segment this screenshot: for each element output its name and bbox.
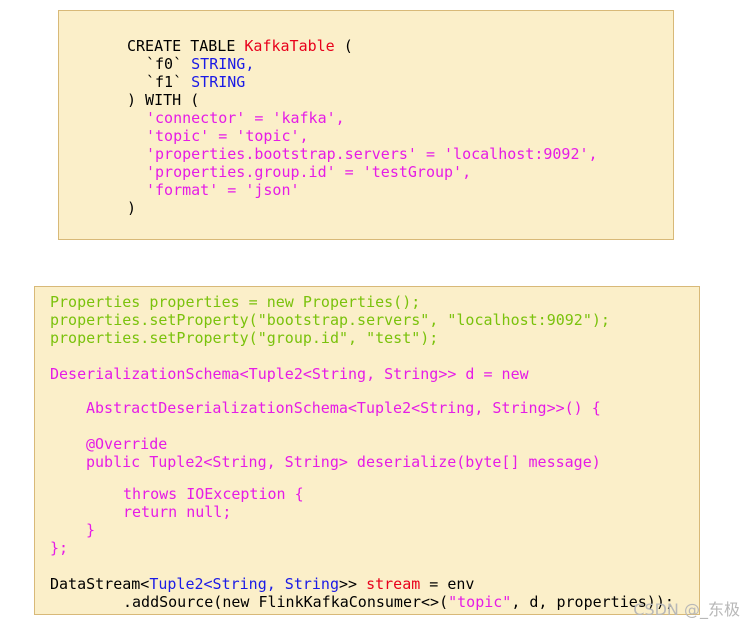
- java-addsource-args: , d, properties));: [511, 593, 674, 611]
- sql-code-block: CREATE TABLE KafkaTable ( `f0` STRING, `…: [58, 10, 674, 240]
- java-assign-env: = env: [420, 575, 475, 593]
- java-line-3: properties.setProperty("group.id", "test…: [50, 329, 439, 347]
- java-line-9: return null;: [123, 503, 232, 521]
- java-generic-close: >>: [339, 575, 367, 593]
- java-line-10: }: [86, 521, 96, 539]
- java-line-2: properties.setProperty("bootstrap.server…: [50, 311, 610, 329]
- sql-table-name: KafkaTable: [244, 37, 335, 55]
- sql-type: STRING: [182, 73, 246, 91]
- sql-line-4: ) WITH (: [127, 91, 200, 109]
- sql-type: STRING,: [182, 55, 255, 73]
- java-line-12: DataStream<Tuple2<String, String>> strea…: [50, 575, 474, 593]
- sql-field-f1: `f1`: [146, 73, 183, 91]
- java-topic-literal: "topic": [448, 593, 512, 611]
- sql-paren: (: [334, 37, 353, 55]
- java-line-7: public Tuple2<String, String> deserializ…: [86, 453, 601, 471]
- sql-line-2: `f0` STRING,: [146, 55, 254, 73]
- java-addsource-call: .addSource(new FlinkKafkaConsumer<>(: [123, 593, 449, 611]
- java-line-8: throws IOException {: [123, 485, 304, 503]
- java-var-stream: stream: [366, 575, 421, 593]
- java-line-11: };: [50, 539, 69, 557]
- sql-line-1: CREATE TABLE KafkaTable (: [127, 37, 353, 55]
- java-line-6: @Override: [86, 435, 168, 453]
- java-line-13: .addSource(new FlinkKafkaConsumer<>("top…: [123, 593, 674, 611]
- sql-line-3: `f1` STRING: [146, 73, 245, 91]
- sql-line-9: 'format' = 'json': [146, 181, 300, 199]
- sql-line-7: 'properties.bootstrap.servers' = 'localh…: [146, 145, 598, 163]
- sql-line-8: 'properties.group.id' = 'testGroup',: [146, 163, 472, 181]
- sql-line-6: 'topic' = 'topic',: [146, 127, 309, 145]
- sql-keyword: CREATE TABLE: [127, 37, 245, 55]
- java-line-5: AbstractDeserializationSchema<Tuple2<Str…: [86, 399, 601, 417]
- sql-line-10: ): [127, 199, 137, 217]
- java-type-datastream: DataStream<: [50, 575, 150, 593]
- java-line-4: DeserializationSchema<Tuple2<String, Str…: [50, 365, 529, 383]
- sql-line-5: 'connector' = 'kafka',: [146, 109, 345, 127]
- java-code-block: Properties properties = new Properties()…: [34, 286, 700, 615]
- java-line-1: Properties properties = new Properties()…: [50, 293, 421, 311]
- java-generic-type: Tuple2<String, String: [149, 575, 339, 593]
- sql-field-f0: `f0`: [146, 55, 183, 73]
- csdn-watermark: CSDN @_东极: [633, 600, 740, 619]
